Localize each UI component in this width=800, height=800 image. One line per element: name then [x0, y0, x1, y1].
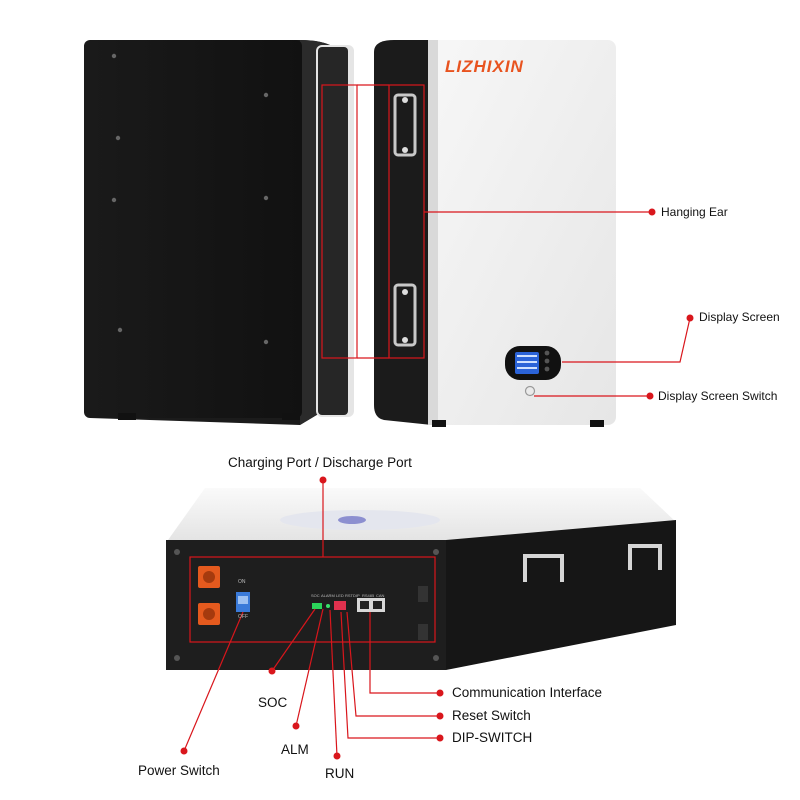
label-reset-switch: Reset Switch: [452, 708, 531, 723]
panel-off-mark: OFF: [238, 614, 248, 620]
panel-rst-mark: RST: [345, 593, 353, 598]
battery-panel-view: [166, 488, 676, 670]
label-display-screen: Display Screen: [699, 310, 780, 324]
panel-soc-mark: SOC: [311, 593, 320, 598]
label-alm: ALM: [281, 742, 309, 757]
panel-led-mark: LED: [336, 593, 344, 598]
callout-dots: [180, 208, 694, 760]
battery-front-view: [374, 40, 616, 427]
label-power-switch: Power Switch: [138, 763, 220, 778]
callout-lines: [183, 84, 691, 757]
label-soc: SOC: [258, 695, 288, 710]
panel-on-mark: ON: [238, 579, 246, 585]
label-display-screen-switch: Display Screen Switch: [658, 389, 778, 403]
brand-logo: LIZHIXIN: [445, 57, 524, 76]
label-hanging-ear: Hanging Ear: [661, 205, 728, 219]
panel-dip-mark: DIP: [353, 593, 360, 598]
label-dip-switch: DIP-SWITCH: [452, 730, 533, 745]
label-run: RUN: [325, 766, 355, 781]
panel-alarm-mark: ALARM: [321, 593, 335, 598]
panel-rs485-mark: RS485: [362, 593, 375, 598]
panel-can-mark: CAN: [376, 593, 385, 598]
battery-back-view: [84, 40, 354, 425]
label-charging-port: Charging Port / Discharge Port: [228, 455, 412, 470]
label-communication-interface: Communication Interface: [452, 685, 603, 700]
